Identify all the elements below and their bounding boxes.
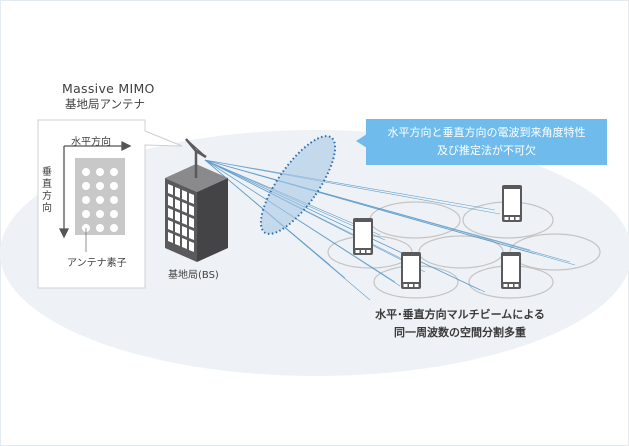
antenna-element-dot [110,224,118,232]
vertical-direction-label: 垂直方向 [42,167,52,214]
arrow-right-icon [121,140,132,152]
panel-subtitle: 基地局アンテナ [65,97,146,111]
building-window [168,196,173,207]
antenna-element-dot [96,210,104,218]
building-window [175,211,180,222]
base-station-building-icon [165,138,228,262]
beam-cross-section [259,135,337,235]
callout-line-2: 及び推定法が不可欠 [437,144,536,157]
smartphone-icon [502,185,522,222]
caption-line-1: 水平･垂直方向マルチビームによる [375,308,545,321]
horizontal-direction-label: 水平方向 [71,137,111,148]
panel-title: Massive MIMO [62,81,155,96]
building-window [175,199,180,210]
smartphone-icon [353,218,373,255]
building-window [175,187,180,198]
antenna-element-dot [96,182,104,190]
antenna-element-label: アンテナ素子 [67,258,127,269]
antenna-elements [82,168,118,232]
antenna-element-dot [82,196,90,204]
antenna-element-dot [96,196,104,204]
caption: 水平･垂直方向マルチビームによる 同一周波数の空間分割多重 [360,306,560,342]
antenna-element-dot [96,224,104,232]
building-window [182,226,187,237]
terminals [353,185,522,289]
callout-line-1: 水平方向と垂直方向の電波到来角度特性 [387,126,586,139]
building-window [182,202,187,213]
antenna-element-dot [96,168,104,176]
antenna-element-dot [110,168,118,176]
building-window [175,223,180,234]
building-window [189,241,194,252]
antenna-element-dot [110,182,118,190]
caption-line-2: 同一周波数の空間分割多重 [394,326,526,339]
direction-arrows [58,140,132,239]
arrow-down-icon [58,228,70,239]
building-window [189,205,194,216]
callout-box: 水平方向と垂直方向の電波到来角度特性 及び推定法が不可欠 [356,119,607,165]
building-window [175,235,180,246]
building-window [168,220,173,231]
building-window [168,232,173,243]
smartphone-icon [401,252,421,289]
building-window [189,217,194,228]
antenna-element-dot [82,182,90,190]
smartphone-icon [501,252,521,289]
antenna-element-dot [82,168,90,176]
base-station-label: 基地局(BS) [168,270,219,281]
antenna-element-dot [82,210,90,218]
building-window [168,184,173,195]
building-window [182,238,187,249]
building-window [182,214,187,225]
building-window [168,208,173,219]
building-window [182,190,187,201]
antenna-element-dot [110,210,118,218]
callout-tail [356,134,367,148]
building-window [189,229,194,240]
antenna-element-dot [110,196,118,204]
building-window [189,193,194,204]
